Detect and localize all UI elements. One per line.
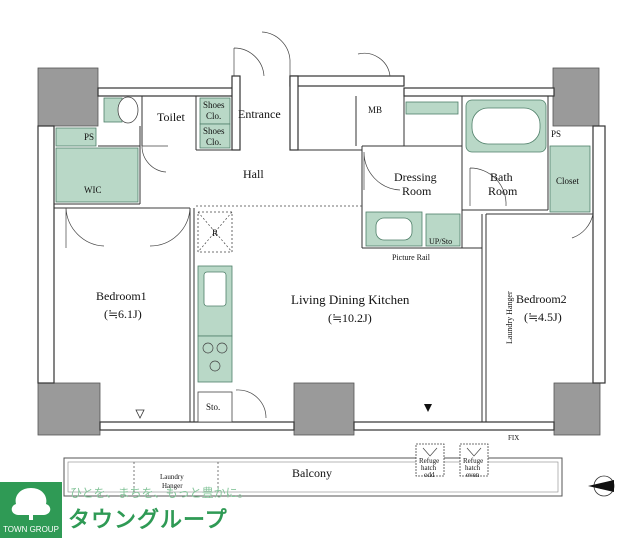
refrigerator-x2 (197, 211, 233, 253)
label-picture-rail: Picture Rail (392, 253, 431, 262)
label-ps-left: PS (84, 132, 94, 142)
label-compass: N (600, 482, 606, 491)
burner-3 (209, 360, 221, 372)
door-mb-swing (357, 52, 391, 77)
label-laundry-a: Laundry (160, 473, 184, 481)
label-bath-b: Room (488, 184, 518, 198)
label-bedroom2-size: (≒4.5J) (524, 310, 562, 324)
bath-door (469, 167, 507, 207)
label-dressing-a: Dressing (394, 170, 437, 184)
balcony-rail (63, 457, 563, 497)
label-toilet: Toilet (157, 110, 185, 124)
column-bottom-right (553, 382, 601, 436)
toilet-door (141, 145, 168, 173)
brand-slogan: ひとを、まちを、もっと豊かに。 (70, 486, 250, 500)
entrance-door-left (233, 47, 265, 77)
label-shoes-1a: Shoes (203, 100, 225, 110)
label-ps-right: PS (551, 129, 561, 139)
label-refuge-even-a: Refuge (463, 457, 483, 465)
label-dressing-b: Room (402, 184, 432, 198)
column-bottom-left (37, 382, 101, 436)
kitchen-sink (203, 271, 227, 307)
label-refuge-even-b: hatch (465, 464, 481, 472)
burner-2 (216, 342, 228, 354)
label-ldk-size: (≒10.2J) (328, 311, 372, 325)
label-refuge-odd-c: odd (424, 471, 435, 479)
entrance-door-right (261, 31, 291, 76)
up-sto-box (425, 213, 461, 247)
label-hall: Hall (243, 167, 264, 181)
balcony-rail-inner (67, 461, 559, 493)
label-wic: WIC (84, 185, 102, 195)
vanity-sink (375, 217, 413, 241)
wall-right (592, 125, 606, 384)
label-mb: MB (368, 105, 382, 115)
label-laundry-hanger-vertical: Laundry Hanger (505, 291, 514, 344)
wic-box (55, 147, 139, 203)
wall-top-2 (403, 87, 555, 97)
stove-counter (197, 335, 233, 383)
bedroom1-door (149, 207, 191, 247)
label-ldk: Living Dining Kitchen (291, 292, 410, 307)
ps-left-box (55, 127, 97, 147)
label-laundry-b: Hanger (162, 482, 183, 490)
wall-bottom-2 (353, 421, 555, 431)
column-top-left (37, 67, 99, 127)
label-refrigerator: R (212, 228, 218, 238)
window-marker-center (424, 404, 432, 412)
label-bath-a: Bath (490, 170, 513, 184)
label-refuge-even-c: even (466, 471, 480, 479)
brand-name: タウングループ (68, 508, 228, 533)
dressing-door (363, 151, 401, 191)
wall-entrance-left (231, 75, 241, 151)
burner-1 (202, 342, 214, 354)
wall-top-1 (97, 87, 235, 97)
label-bedroom1-size: (≒6.1J) (104, 307, 142, 321)
shoes-closet-1 (199, 97, 231, 125)
label-closet: Closet (556, 176, 580, 186)
refrigerator-x1 (197, 211, 233, 253)
wic-door (65, 207, 105, 248)
compass-arrow (588, 480, 614, 492)
column-top-right (552, 67, 600, 127)
label-shoes-2a: Shoes (203, 126, 225, 136)
sto-box (197, 391, 233, 423)
label-entrance: Entrance (238, 107, 281, 121)
bathtub-inner (471, 107, 541, 145)
refuge-odd-mark (422, 447, 438, 457)
logo-text: TOWN GROUP (3, 525, 59, 534)
label-shoes-1b: Clo. (206, 111, 221, 121)
shoes-closet-2 (199, 123, 231, 149)
bedroom2-door (560, 213, 594, 239)
wall-entrance-right (289, 75, 299, 151)
wall-left (37, 125, 55, 384)
tree-icon (11, 488, 51, 515)
column-bottom-middle (293, 382, 355, 436)
wall-top-entrance (289, 75, 405, 87)
closet-box (549, 145, 591, 213)
sto-door (235, 389, 267, 419)
label-up-sto: UP/Sto (429, 237, 452, 246)
label-refuge-odd-b: hatch (421, 464, 437, 472)
label-fix: FIX (508, 434, 519, 442)
label-balcony: Balcony (292, 466, 332, 480)
label-shoes-2b: Clo. (206, 137, 221, 147)
window-marker-left (135, 409, 145, 419)
label-bedroom1: Bedroom1 (96, 289, 147, 303)
washer-box (405, 101, 459, 115)
refuge-even-mark (466, 447, 482, 457)
toilet-bowl (117, 96, 139, 124)
label-sto: Sto. (206, 402, 220, 412)
wall-bottom-1 (99, 421, 295, 431)
label-refuge-odd-a: Refuge (419, 457, 439, 465)
refuge-hatch-even-box (459, 443, 489, 477)
tree-trunk-icon (29, 512, 33, 520)
town-group-logo: TOWN GROUP (0, 482, 62, 538)
label-bedroom2: Bedroom2 (516, 292, 567, 306)
refuge-hatch-odd-box (415, 443, 445, 477)
